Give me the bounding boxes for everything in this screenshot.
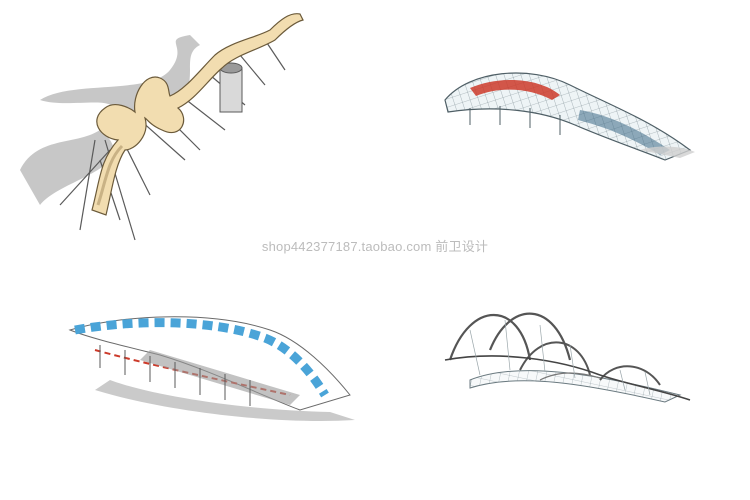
bridge-render-rib-canopy (68, 316, 355, 421)
bridge-render-wave-arch (444, 312, 691, 403)
watermark-text: shop442377187.taobao.com 前卫设计 (261, 239, 489, 254)
bridge-render-meander (20, 13, 304, 241)
bridge-render-glass-arch (444, 72, 695, 161)
